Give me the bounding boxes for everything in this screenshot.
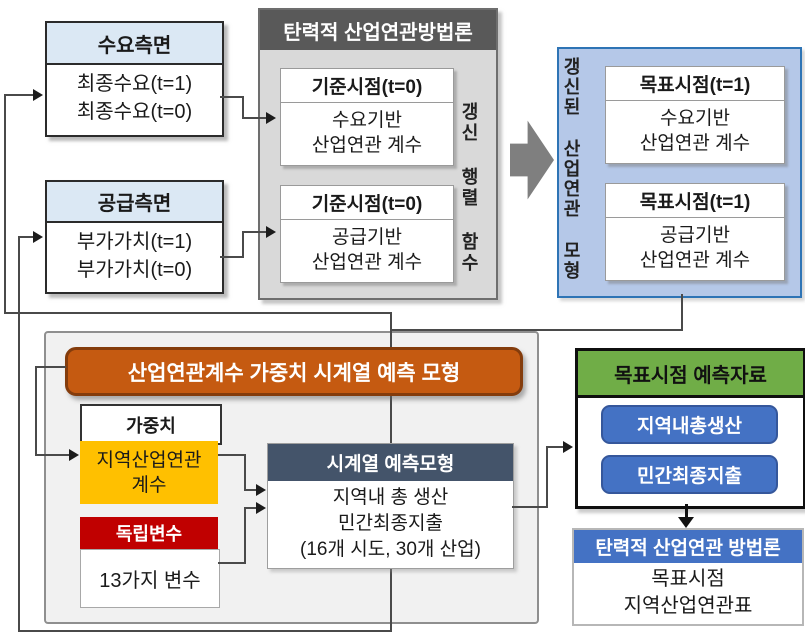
private-final-expenditure-pill: 민간최종지출 <box>601 455 778 494</box>
connector-independent-elbow <box>244 507 246 564</box>
supply-side-box: 공급측면 부가가치(t=1) 부가가치(t=0) <box>45 180 224 294</box>
elastic-io-methodology-panel: 탄력적 산업연관방법론 기준시점(t=0) 수요기반 산업연관 계수 기준시점(… <box>258 8 498 300</box>
connector-feedback-supply-into-box <box>18 236 36 238</box>
final-methodology-body: 목표시점 지역산업연관표 <box>623 568 753 617</box>
connector-demand-out <box>220 96 244 98</box>
arrowhead-into-weight-box <box>69 449 79 461</box>
supply-side-body: 부가가치(t=1) 부가가치(t=0) <box>76 230 193 281</box>
final-methodology-box: 탄력적 산업연관 방법론 목표시점 지역산업연관표 <box>572 528 804 626</box>
forecast-model-title: 산업연관계수 가중치 시계열 예측 모형 <box>65 347 523 396</box>
connector-feedback-supply-vertical <box>18 236 20 632</box>
demand-side-box: 수요측면 최종수요(t=1) 최종수요(t=0) <box>45 21 224 137</box>
independent-variable-header-box: 독립변수 <box>80 517 218 549</box>
weight-header-box: 가중치 <box>80 404 222 445</box>
connector-title-to-weight-top <box>35 366 66 368</box>
timeseries-model-body: 지역내 총 생산 민간최종지출 (16개 시도, 30개 산업) <box>300 487 481 560</box>
connector-timeseries-in <box>546 446 564 448</box>
base-demand-box: 기준시점(t=0) 수요기반 산업연관 계수 <box>280 68 454 166</box>
arrowhead-into-final-box <box>678 517 694 528</box>
arrowhead-into-supply-box <box>33 231 43 243</box>
connector-demand-in <box>242 117 266 119</box>
target-demand-box: 목표시점(t=1) 수요기반 산업연관 계수 <box>605 66 785 164</box>
connector-updated-model-drop <box>681 294 683 331</box>
connector-supply-elbow <box>242 231 244 258</box>
arrowhead-weight-into-timeseries <box>256 484 266 496</box>
target-demand-header: 목표시점(t=1) <box>606 67 784 101</box>
connector-timeseries-out <box>512 506 548 508</box>
connector-updated-model-horizontal <box>390 329 683 331</box>
connector-weight-out <box>218 454 246 456</box>
connector-feedback-demand-into-box <box>4 94 36 96</box>
connector-demand-elbow <box>242 96 244 119</box>
thirteen-variables-box: 13가지 변수 <box>80 549 220 608</box>
connector-feedback-bottom-horizontal <box>18 630 392 632</box>
updated-io-model-panel: 갱신된 산업연관 모형 목표시점(t=1) 수요기반 산업연관 계수 목표시점(… <box>557 47 802 298</box>
big-right-arrow <box>510 120 554 200</box>
connector-forecast-to-final <box>685 504 688 519</box>
connector-supply-in <box>242 231 266 233</box>
connector-independent-in <box>244 507 257 509</box>
connector-weight-elbow <box>244 454 246 491</box>
grdp-pill: 지역내총생산 <box>601 405 778 444</box>
arrowhead-into-target-forecast <box>563 441 573 453</box>
target-supply-body: 공급기반 산업연관 계수 <box>639 225 751 271</box>
arrowhead-into-base-supply <box>266 226 276 238</box>
connector-independent-out <box>218 562 246 564</box>
base-supply-body: 공급기반 산업연관 계수 <box>311 227 423 273</box>
connector-feedback-upper-horizontal <box>4 312 392 314</box>
connector-title-to-weight-vertical <box>35 366 37 456</box>
final-methodology-header: 탄력적 산업연관 방법론 <box>574 530 802 563</box>
regional-io-coefficient-box: 지역산업연관 계수 <box>80 441 218 504</box>
update-matrix-function-label: 갱신 행렬 함수 <box>459 102 479 274</box>
target-supply-box: 목표시점(t=1) 공급기반 산업연관 계수 <box>605 183 785 281</box>
connector-timeseries-elbow <box>546 446 548 508</box>
connector-feedback-demand-vertical <box>4 94 6 314</box>
target-demand-body: 수요기반 산업연관 계수 <box>639 108 751 154</box>
demand-side-body: 최종수요(t=1) 최종수요(t=0) <box>76 73 193 123</box>
base-demand-header: 기준시점(t=0) <box>281 69 453 103</box>
target-forecast-header: 목표시점 예측자료 <box>578 351 803 398</box>
connector-supply-out <box>220 256 244 258</box>
arrowhead-into-demand-box <box>33 89 43 101</box>
supply-side-header: 공급측면 <box>47 182 222 223</box>
updated-io-model-label: 갱신된 산업연관 모형 <box>561 57 581 281</box>
arrowhead-independent-into-timeseries <box>256 502 266 514</box>
base-supply-box: 기준시점(t=0) 공급기반 산업연관 계수 <box>280 185 454 283</box>
demand-side-header: 수요측면 <box>47 23 222 65</box>
timeseries-model-header: 시계열 예측모형 <box>268 444 513 481</box>
connector-title-to-weight-in <box>35 454 69 456</box>
timeseries-forecast-model-box: 시계열 예측모형 지역내 총 생산 민간최종지출 (16개 시도, 30개 산업… <box>267 443 514 569</box>
arrowhead-into-base-demand <box>266 112 276 124</box>
base-demand-body: 수요기반 산업연관 계수 <box>311 110 423 156</box>
target-supply-header: 목표시점(t=1) <box>606 184 784 218</box>
base-supply-header: 기준시점(t=0) <box>281 186 453 220</box>
methodology-panel-title: 탄력적 산업연관방법론 <box>260 10 496 50</box>
target-forecast-data-box: 목표시점 예측자료 지역내총생산 민간최종지출 <box>575 348 805 509</box>
connector-weight-in <box>244 489 257 491</box>
